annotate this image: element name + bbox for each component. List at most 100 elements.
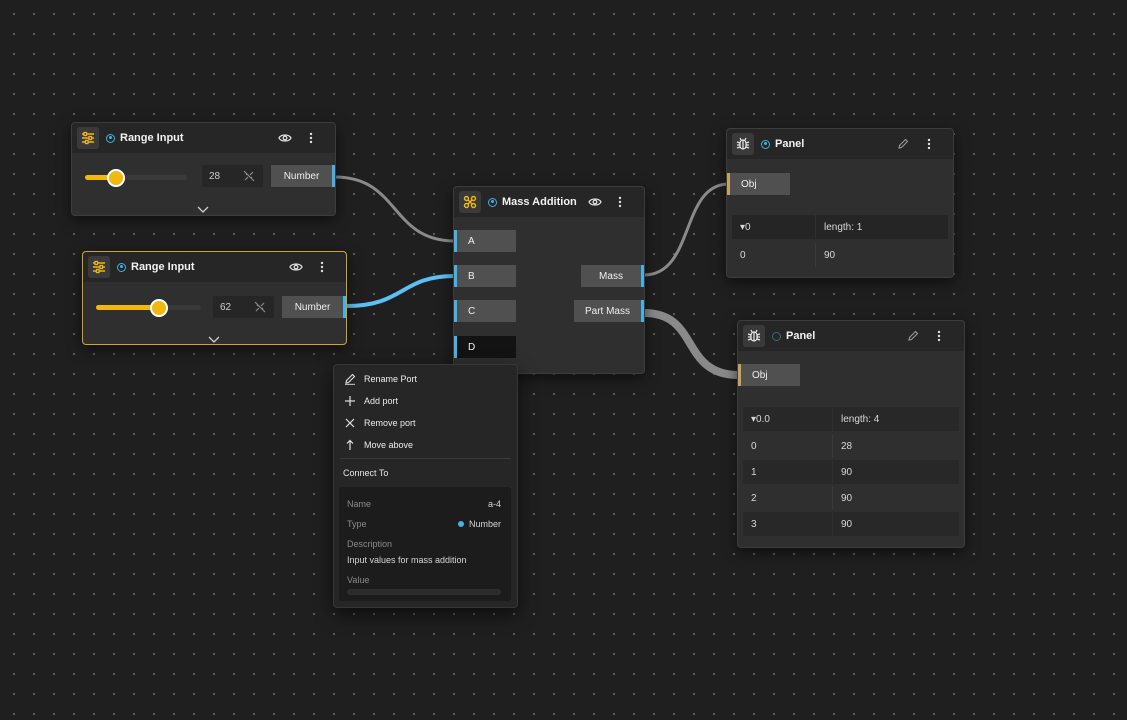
data-table: ▾0.0 length: 4 0 28 1 90 2 90 3 90 [743, 407, 959, 539]
port-label: B [468, 270, 475, 282]
node-header[interactable]: Range Input [83, 252, 346, 282]
more-vertical-icon[interactable] [931, 328, 947, 344]
input-port-obj[interactable]: Obj [738, 364, 800, 386]
table-row: 3 90 [743, 512, 959, 536]
unlink-icon[interactable] [254, 301, 266, 316]
slider-knob[interactable] [107, 168, 125, 187]
name-value: a-4 [487, 499, 501, 509]
output-port-mass[interactable]: Mass [581, 265, 644, 287]
output-port-number[interactable]: Number [271, 165, 335, 187]
node-header[interactable]: Mass Addition [454, 187, 644, 217]
menu-item-rename-port[interactable]: Rename Port [344, 370, 417, 388]
range-input-node-1[interactable]: Range Input 28 Number [71, 122, 336, 216]
more-vertical-icon[interactable] [303, 130, 319, 146]
menu-item-add-port[interactable]: Add port [344, 392, 398, 410]
slider-knob[interactable] [150, 298, 168, 317]
port-context-menu: Rename Port Add port Remove port Move ab… [333, 364, 518, 608]
port-label: Number [283, 170, 320, 182]
wire-mass-to-panel1 [643, 182, 730, 277]
menu-item-label: Remove port [364, 418, 416, 428]
table-cell: ▾0.0 [743, 407, 833, 431]
more-vertical-icon[interactable] [314, 259, 330, 275]
menu-item-remove-port[interactable]: Remove port [344, 414, 416, 432]
pencil-icon[interactable] [905, 328, 921, 344]
menu-divider [340, 458, 511, 459]
port-label: Obj [752, 369, 768, 381]
value-field[interactable]: 62 [213, 296, 274, 318]
node-title: Panel [786, 330, 816, 342]
menu-item-label: Add port [364, 396, 399, 406]
table-cell: 28 [841, 440, 853, 452]
slider-fill [96, 305, 159, 310]
input-port-b[interactable]: B [454, 265, 516, 287]
input-port-c[interactable]: C [454, 300, 516, 322]
panel-node-2[interactable]: Panel Obj ▾0.0 length: 4 0 28 1 90 2 90 … [737, 320, 965, 548]
status-dot-icon [761, 139, 770, 149]
eye-icon[interactable] [587, 194, 603, 210]
value-text: 28 [209, 170, 221, 182]
table-cell: length: 1 [824, 221, 863, 233]
table-row: 1 90 [743, 460, 959, 484]
close-icon [345, 418, 355, 428]
eye-icon[interactable] [277, 130, 293, 146]
unlink-icon[interactable] [243, 170, 255, 185]
table-row: 2 90 [743, 486, 959, 510]
value-field[interactable]: 28 [202, 165, 263, 187]
table-cell: length: 4 [841, 413, 880, 425]
bug-icon [732, 133, 754, 155]
value-label: Value [347, 575, 370, 585]
type-label: Type [347, 519, 367, 529]
description-label: Description [347, 539, 393, 549]
input-port-a[interactable]: A [454, 230, 516, 252]
menu-item-move-above[interactable]: Move above [344, 436, 413, 454]
node-header[interactable]: Range Input [72, 123, 335, 153]
wire-range2-to-b [345, 274, 456, 308]
connect-to-title[interactable]: Connect To [343, 468, 389, 478]
table-cell: 1 [743, 460, 833, 484]
chevron-down-icon[interactable] [208, 331, 220, 349]
status-dot-icon [772, 331, 781, 341]
port-label: Mass [599, 270, 623, 282]
output-port-number[interactable]: Number [282, 296, 346, 318]
type-dot-icon [458, 521, 464, 527]
node-title: Panel [775, 138, 805, 150]
status-dot-icon [117, 262, 126, 272]
table-row: 0 28 [743, 434, 959, 458]
table-header-row[interactable]: ▾0 length: 1 [732, 215, 948, 239]
range-slider[interactable] [85, 168, 187, 187]
range-slider[interactable] [96, 298, 201, 317]
value-input[interactable] [347, 589, 501, 595]
node-title: Mass Addition [502, 196, 577, 208]
table-cell: 0 [732, 243, 816, 267]
port-label: D [468, 341, 476, 353]
node-header[interactable]: Panel [727, 129, 953, 159]
description-value: Input values for mass addition [347, 555, 467, 565]
node-header[interactable]: Panel [738, 321, 964, 351]
input-port-obj[interactable]: Obj [727, 173, 790, 195]
wire-partmass-to-panel2 [643, 309, 740, 379]
port-label: Number [294, 301, 331, 313]
table-cell: 2 [743, 486, 833, 510]
table-header-row[interactable]: ▾0.0 length: 4 [743, 407, 959, 431]
table-cell: 90 [841, 492, 853, 504]
status-dot-icon [488, 197, 497, 207]
more-vertical-icon[interactable] [612, 194, 628, 210]
panel-node-1[interactable]: Panel Obj ▾0 length: 1 0 90 [726, 128, 954, 278]
node-title: Range Input [120, 132, 184, 144]
table-row: 0 90 [732, 243, 948, 267]
table-cell: 3 [743, 512, 833, 536]
name-label: Name [347, 499, 372, 509]
port-info-panel: Name a-4 Type Number Description Input v… [339, 487, 511, 601]
eye-icon[interactable] [288, 259, 304, 275]
port-label: C [468, 305, 476, 317]
slider-fill [85, 175, 116, 180]
range-input-node-2[interactable]: Range Input 62 Number [82, 251, 347, 345]
pencil-icon[interactable] [895, 136, 911, 152]
wire-range1-to-a [334, 175, 456, 243]
chevron-down-icon[interactable] [197, 201, 209, 219]
mass-addition-node[interactable]: Mass Addition A B C D Mass Part Mass [453, 186, 645, 374]
more-vertical-icon[interactable] [921, 136, 937, 152]
table-cell: 90 [841, 518, 853, 530]
output-port-part-mass[interactable]: Part Mass [574, 300, 644, 322]
input-port-d[interactable]: D [454, 336, 516, 358]
